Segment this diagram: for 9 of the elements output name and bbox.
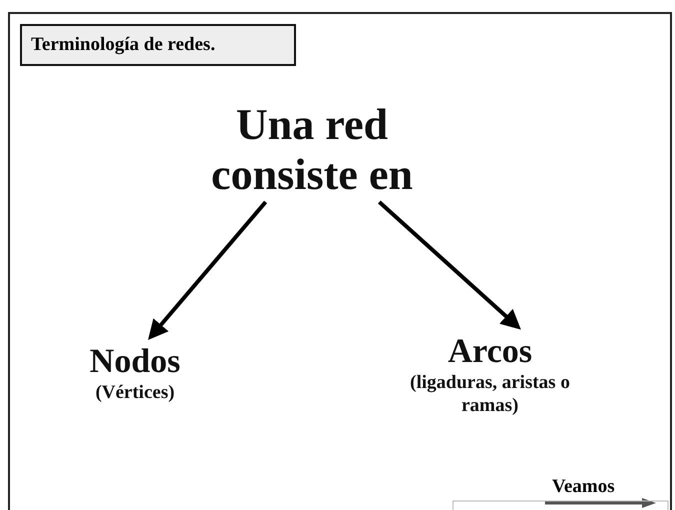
nav-label: Veamos: [552, 476, 615, 498]
term-heading: Arcos: [446, 333, 534, 371]
arrow: [148, 200, 268, 340]
term-note: (Vértices): [94, 381, 176, 404]
slide-title: Terminología de redes.: [20, 24, 296, 66]
arrow: [378, 200, 521, 330]
term-note: (ligaduras, aristas o ramas): [409, 371, 571, 417]
term-heading: Nodos: [88, 343, 182, 381]
heading-text: Una red consiste en: [210, 100, 414, 200]
